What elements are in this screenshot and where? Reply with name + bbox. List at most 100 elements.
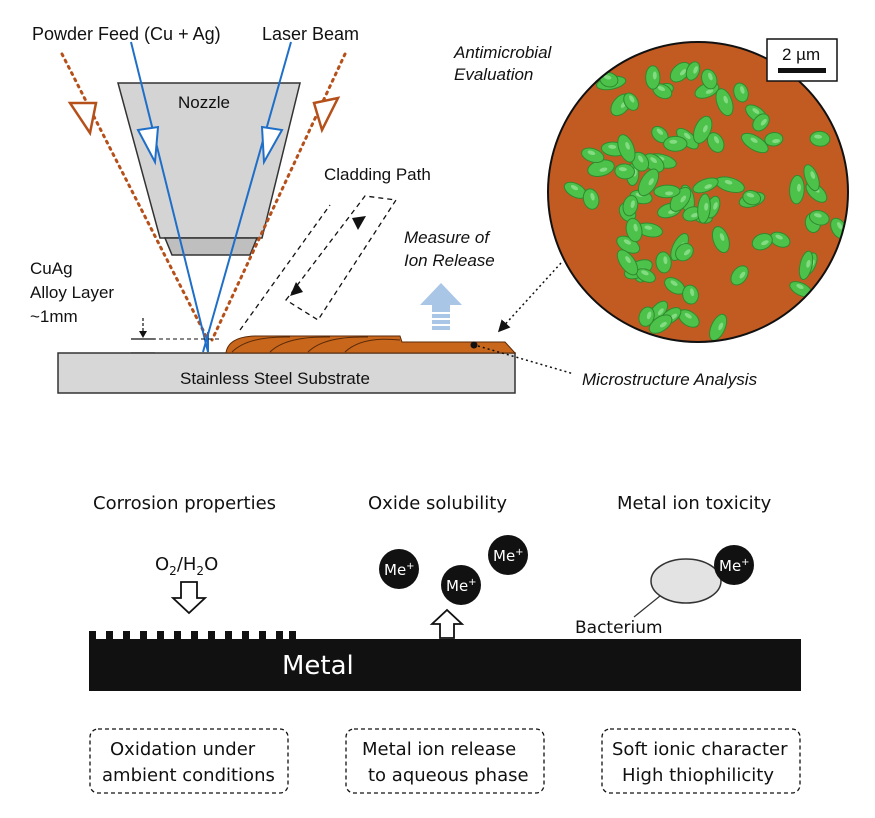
bacterium-label: Bacterium: [575, 618, 663, 638]
bacterium-highlight: [665, 191, 674, 196]
bacterium-highlight: [587, 150, 596, 156]
bacterium-highlight: [750, 137, 758, 143]
scale-bar-box: 2 µm: [766, 38, 838, 82]
bacterium-cell: [623, 92, 639, 111]
bacterium-highlight: [814, 213, 822, 218]
bacterium-highlight: [775, 234, 783, 240]
bacterium-highlight: [633, 223, 638, 232]
sem-micrograph: [547, 41, 849, 343]
metal-label: Metal: [282, 651, 354, 681]
svg-text:High thiophilicity: High thiophilicity: [622, 765, 774, 786]
bottom-panel: Corrosion properties Oxide solubility Me…: [89, 493, 801, 794]
bacterium-highlight: [752, 108, 760, 114]
laser-arrow-right-icon: [260, 125, 284, 166]
powder-feed-label: Powder Feed (Cu + Ag): [32, 24, 221, 44]
bacterium-highlight: [603, 75, 612, 80]
me-ion-3: Me+: [488, 535, 528, 575]
powder-arrow-right-icon: [312, 96, 341, 134]
svg-text:Oxidation under: Oxidation under: [110, 739, 256, 760]
clad-beads: [225, 335, 517, 354]
bacterium-highlight: [772, 138, 781, 144]
bacterium-highlight: [683, 249, 691, 256]
svg-text:Me+: Me+: [384, 561, 415, 579]
bacterium-highlight: [663, 256, 668, 265]
powder-arrow-left-icon: [67, 101, 98, 137]
metal-bar: [89, 639, 801, 691]
down-arrow-icon: [170, 581, 208, 615]
bacterium-highlight: [704, 202, 709, 211]
measure-ion-label-line1: Measure of: [404, 228, 491, 247]
bacterium-highlight: [618, 167, 627, 172]
bacterium-highlight: [810, 171, 816, 179]
powder-feed-streams: [60, 52, 347, 342]
bacterium-highlight: [646, 311, 652, 320]
bacterium-cell: [752, 113, 770, 132]
bacterium-cell: [663, 135, 688, 152]
bacterium-highlight: [723, 95, 729, 104]
bacterium-highlight: [669, 139, 678, 144]
bacterium-highlight: [713, 136, 720, 144]
bacterium-highlight: [570, 185, 579, 191]
bacterium-highlight: [689, 288, 695, 297]
cladding-arrow-down-icon: [290, 282, 303, 296]
bacterium-highlight: [625, 142, 630, 150]
bacterium-cell: [582, 188, 600, 210]
bacterium-highlight: [659, 321, 667, 328]
bacterium-cell: [675, 243, 694, 262]
bacterium-highlight: [638, 155, 644, 163]
bacterium-cell: [733, 82, 749, 103]
bacterium-cell: [653, 184, 681, 199]
nozzle: Nozzle: [117, 82, 301, 256]
bacterium-cell: [715, 88, 734, 117]
bacterium-cell: [581, 147, 605, 164]
measure-ion-label-line2: Ion Release: [404, 251, 495, 270]
bacterium-highlight: [739, 271, 746, 279]
bacterium-highlight: [704, 184, 712, 189]
bacterium-cell: [709, 313, 728, 341]
bacterium-highlight: [719, 233, 725, 241]
laser-beam-lines: [130, 41, 292, 353]
svg-text:Me+: Me+: [493, 547, 524, 565]
antimicrobial-label-line1: Antimicrobial: [453, 43, 553, 62]
bacterium-cell: [648, 314, 673, 334]
bacterium-highlight: [670, 280, 678, 286]
bacterium-highlight: [806, 259, 811, 268]
bacterium-highlight: [718, 322, 724, 331]
bacterium-highlight: [684, 132, 691, 139]
bacterium-highlight: [599, 167, 608, 172]
bacterium: Bacterium: [575, 558, 722, 638]
bacterium-highlight: [724, 180, 733, 185]
bacterium-highlight: [746, 192, 755, 198]
laser-beam-label: Laser Beam: [262, 24, 359, 44]
bacterium-highlight: [796, 284, 804, 290]
bacterium-highlight: [814, 134, 823, 139]
me-ion-2: Me+: [441, 565, 481, 605]
bacterium-highlight: [630, 200, 635, 209]
bacterium-highlight: [657, 86, 666, 92]
bacterium-highlight: [679, 69, 687, 76]
bacterium-highlight: [590, 192, 595, 201]
oxide-title: Oxide solubility: [368, 493, 507, 514]
cladding-path-label: Cladding Path: [324, 165, 431, 184]
bacterium-cell: [655, 251, 672, 274]
box-ion-release: Metal ion release to aqueous phase: [345, 728, 545, 794]
bacterium-highlight: [623, 239, 632, 245]
bacterium-highlight: [641, 270, 649, 276]
microstructure-label: Microstructure Analysis: [582, 370, 758, 389]
svg-text:ambient conditions: ambient conditions: [102, 765, 275, 786]
scale-bar-label: 2 µm: [782, 45, 820, 64]
bacterium-highlight: [713, 202, 718, 210]
bacterium-highlight: [652, 71, 657, 80]
alloy-layer-label-line3: ~1mm: [30, 307, 78, 326]
substrate: Stainless Steel Substrate: [57, 352, 516, 394]
bacterium-cell: [645, 65, 661, 90]
bacterium-cell: [682, 284, 699, 305]
box-toxicity: Soft ionic character High thiophilicity: [601, 728, 801, 794]
bacterium-highlight: [690, 212, 699, 218]
bacterium-highlight: [740, 86, 745, 94]
bacterium-highlight: [705, 89, 714, 94]
bacterium-cell: [669, 61, 691, 83]
bacterium-highlight: [629, 95, 635, 103]
bacterium-highlight: [650, 157, 657, 164]
bacterium-highlight: [836, 222, 843, 230]
